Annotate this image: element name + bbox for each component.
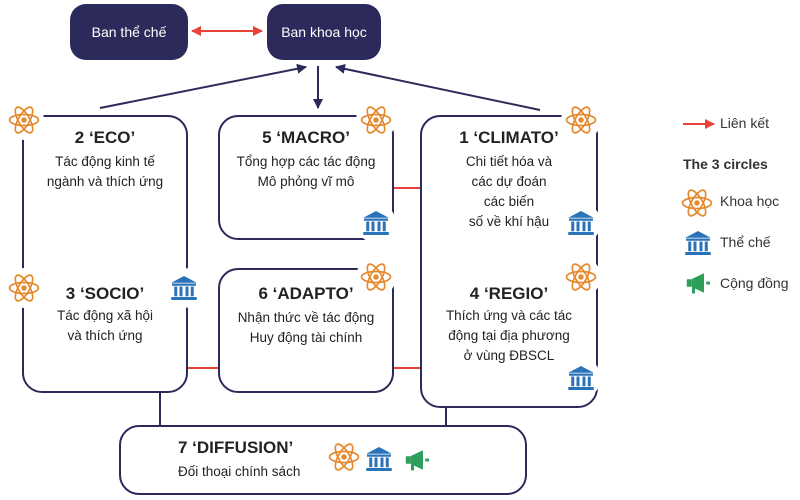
climato-regio-frame [420,115,598,408]
institution-icon [356,203,396,243]
eco-title: 2 ‘ECO’ [74,128,136,147]
megaphone-icon [678,263,718,303]
science-board: Ban khoa học [267,4,381,60]
atom-icon [356,257,396,297]
megaphone-icon [397,440,437,480]
atom-icon [356,100,396,140]
adapto-title: 6 ‘ADAPTO’ [258,284,354,303]
diffusion-box [119,425,527,495]
atom-icon [4,268,44,308]
diffusion-desc: Đối thoại chính sách [178,464,301,479]
institution-icon [561,203,601,243]
policy-board-label: Ban thể chế [91,24,167,40]
institution-icon [359,439,399,479]
science-board-label: Ban khoa học [281,24,367,40]
policy-board: Ban thể chế [70,4,188,60]
regio-title: 4 ‘REGIO’ [469,284,549,303]
socio-title: 3 ‘SOCIO’ [65,284,145,303]
atom-icon [324,437,364,477]
legend-science-label: Khoa học [720,193,780,209]
institution-icon [678,223,718,263]
arrow-climato-to-science [335,63,541,111]
legend-circles-title: The 3 circles [683,156,768,172]
macro-title: 5 ‘MACRO’ [262,128,350,147]
legend-link-label: Liên kết [720,115,770,131]
atom-icon [4,100,44,140]
atom-icon [561,100,601,140]
legend-institution-label: Thể chế [720,234,771,250]
atom-icon [677,183,717,223]
atom-icon [561,257,601,297]
institution-icon [164,268,204,308]
eco-socio-frame [22,115,188,393]
diffusion-title: 7 ‘DIFFUSION’ [178,438,294,457]
legend-community-label: Cộng đồng [720,275,789,291]
arrow-eco-to-science [99,63,307,109]
climato-title: 1 ‘CLIMATO’ [459,128,559,147]
institution-icon [561,358,601,398]
